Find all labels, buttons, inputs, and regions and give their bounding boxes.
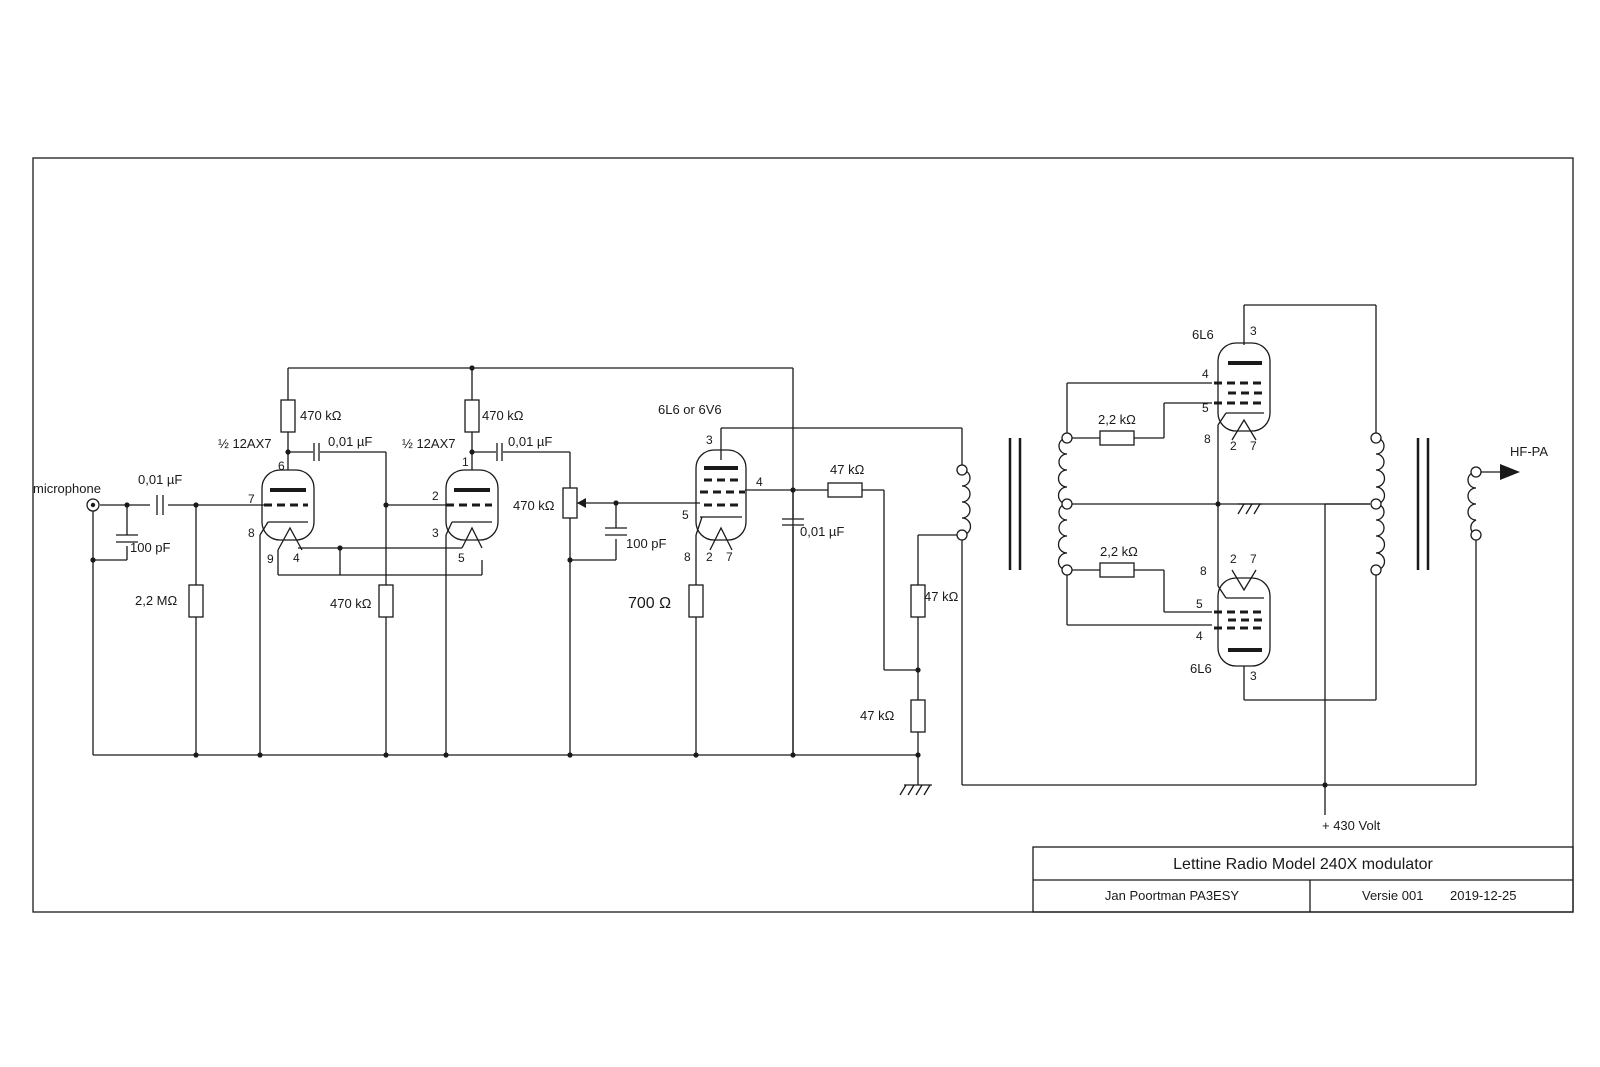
pin-number: 7 — [1250, 552, 1257, 566]
component-labels: microphone 0,01 µF 100 pF 2,2 MΩ ½ 12AX7… — [33, 327, 1548, 833]
resistor-mid — [378, 584, 394, 618]
driver-transformer — [956, 432, 1073, 576]
capacitor-couple1 — [313, 443, 320, 461]
pin-number: 1 — [462, 455, 469, 469]
resistor-cathode — [688, 584, 704, 618]
resistor-plate1 — [280, 399, 296, 433]
version-text: Versie 001 — [1362, 888, 1423, 903]
resistor-plate2 — [464, 399, 480, 433]
label-tube3: 6L6 or 6V6 — [658, 402, 722, 417]
label-c-100pf-in: 100 pF — [130, 540, 171, 555]
label-c-100pf-2: 100 pF — [626, 536, 667, 551]
tube-6l6-top — [1214, 342, 1271, 441]
pin-number: 5 — [1202, 401, 1209, 415]
label-r-grid: 2,2 MΩ — [135, 593, 178, 608]
pin-number: 7 — [248, 492, 255, 506]
capacitor-input — [156, 495, 164, 515]
resistor-divider1 — [910, 584, 926, 618]
label-tube2: ½ 12AX7 — [402, 436, 456, 451]
pin-number: 2 — [1230, 439, 1237, 453]
pin-number: 8 — [248, 526, 255, 540]
label-r-mid: 470 kΩ — [330, 596, 372, 611]
pin-number: 2 — [432, 489, 439, 503]
label-r-plate2: 470 kΩ — [482, 408, 524, 423]
pin-number: 3 — [706, 433, 713, 447]
resistor-feedback — [827, 482, 863, 498]
label-r-g2-bot: 2,2 kΩ — [1100, 544, 1138, 559]
pin-number: 3 — [1250, 324, 1257, 338]
date-text: 2019-12-25 — [1450, 888, 1517, 903]
potentiometer-wiper — [577, 498, 586, 508]
ground-symbol — [899, 784, 932, 796]
resistor-g2-bot — [1099, 562, 1135, 578]
pin-number: 6 — [278, 459, 285, 473]
pin-number: 8 — [1200, 564, 1207, 578]
label-r-div2: 47 kΩ — [860, 708, 895, 723]
tube-6l6-bottom — [1214, 569, 1271, 667]
pin-number: 3 — [432, 526, 439, 540]
output-transformer — [1370, 432, 1482, 576]
pin-number: 9 — [267, 552, 274, 566]
title-text: Lettine Radio Model 240X modulator — [1173, 856, 1433, 873]
pin-number: 5 — [458, 551, 465, 565]
pin-number: 2 — [706, 550, 713, 564]
label-r-plate1: 470 kΩ — [300, 408, 342, 423]
pin-numbers: 6 7 8 9 4 1 2 3 5 3 4 5 8 2 7 3 4 5 8 2 … — [248, 324, 1257, 683]
label-tube-top: 6L6 — [1192, 327, 1214, 342]
pin-number: 8 — [684, 550, 691, 564]
potentiometer — [562, 487, 578, 519]
label-r-g2-top: 2,2 kΩ — [1098, 412, 1136, 427]
resistor-divider2 — [910, 699, 926, 733]
label-r-cathode: 700 Ω — [628, 595, 671, 612]
pin-number: 4 — [756, 475, 763, 489]
pin-number: 4 — [1202, 367, 1209, 381]
label-tube1: ½ 12AX7 — [218, 436, 272, 451]
pin-number: 2 — [1230, 552, 1237, 566]
label-c-couple1: 0,01 µF — [328, 434, 372, 449]
author-text: Jan Poortman PA3ESY — [1105, 888, 1239, 903]
label-c-screen: 0,01 µF — [800, 524, 844, 539]
pin-number: 8 — [1204, 432, 1211, 446]
label-hf-pa: HF-PA — [1510, 444, 1548, 459]
label-r-div1: 47 kΩ — [924, 589, 959, 604]
capacitor-100pf-2 — [605, 527, 627, 536]
label-c-in: 0,01 µF — [138, 472, 182, 487]
pin-number: 4 — [1196, 629, 1203, 643]
wiring — [92, 304, 1520, 815]
ground-symbol-driver — [1237, 503, 1262, 515]
drawing-frame — [32, 157, 1574, 913]
tube-12ax7-2 — [445, 469, 499, 549]
tube-12ax7-1 — [259, 469, 315, 551]
title-block: Lettine Radio Model 240X modulator Jan P… — [1032, 846, 1574, 913]
resistor-grid — [188, 584, 204, 618]
label-pot: 470 kΩ — [513, 498, 555, 513]
pin-number: 4 — [293, 551, 300, 565]
label-tube-bot: 6L6 — [1190, 661, 1212, 676]
pin-number: 5 — [1196, 597, 1203, 611]
capacitor-100pf-input — [116, 534, 138, 543]
pin-number: 7 — [1250, 439, 1257, 453]
label-supply: + 430 Volt — [1322, 818, 1381, 833]
pin-number: 3 — [1250, 669, 1257, 683]
microphone-jack — [86, 498, 100, 512]
label-r-fb: 47 kΩ — [830, 462, 865, 477]
resistor-g2-top — [1099, 430, 1135, 446]
capacitor-screen — [782, 518, 804, 526]
tube-6l6-driver — [695, 449, 747, 551]
pin-number: 7 — [726, 550, 733, 564]
junction-dots — [90, 365, 1328, 788]
pin-number: 5 — [682, 508, 689, 522]
label-c-couple2: 0,01 µF — [508, 434, 552, 449]
capacitor-couple2 — [496, 443, 503, 461]
label-microphone: microphone — [33, 481, 101, 496]
